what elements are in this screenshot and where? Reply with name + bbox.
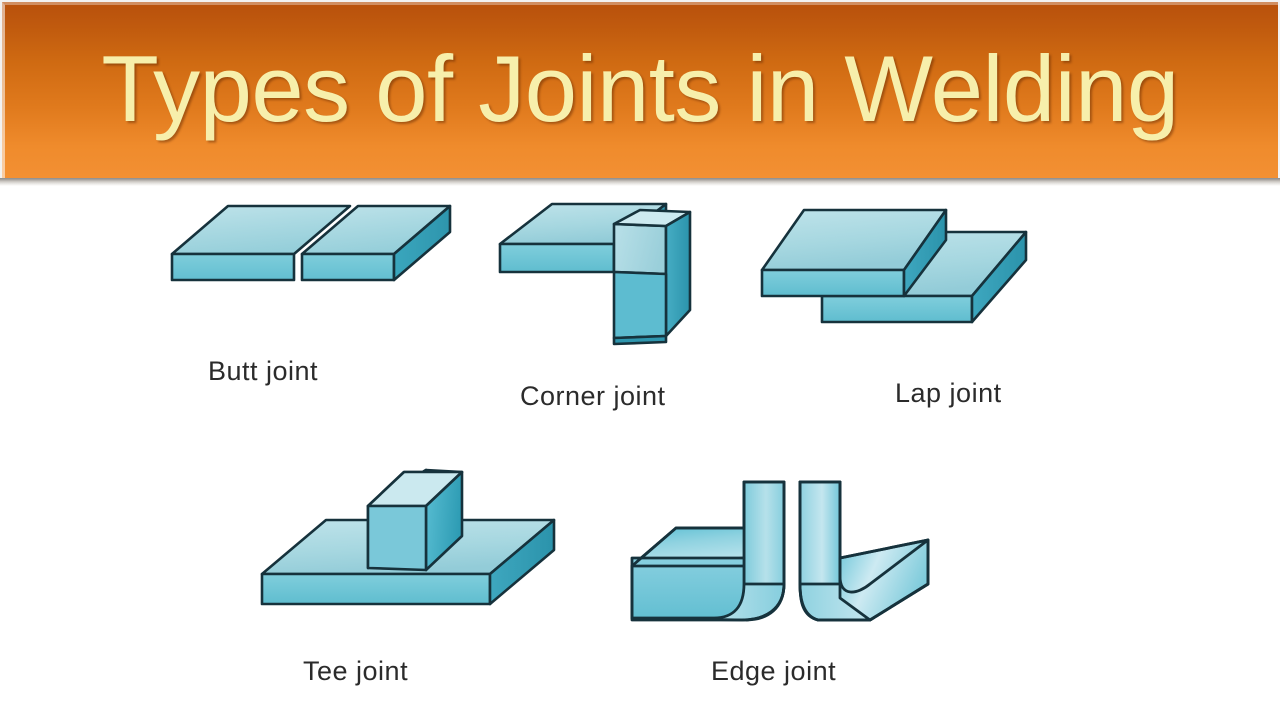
butt-joint-label: Butt joint — [208, 356, 319, 386]
edge-joint-illustration — [630, 480, 930, 622]
tee-joint-label: Tee joint — [303, 656, 409, 686]
edge-joint-label: Edge joint — [711, 656, 837, 686]
tee-joint-illustration — [260, 468, 556, 606]
page-title: Types of Joints in Welding — [101, 36, 1179, 141]
banner-drop-shadow — [0, 178, 1280, 186]
corner-joint-illustration — [498, 202, 692, 346]
figure-butt-joint: Butt joint — [150, 196, 470, 386]
figure-tee-joint: Tee joint — [258, 458, 588, 686]
figure-lap-joint: Lap joint — [760, 198, 1050, 408]
lap-joint-illustration — [760, 208, 1028, 324]
figure-edge-joint: Edge joint — [618, 458, 948, 686]
lap-joint-label: Lap joint — [895, 378, 1002, 408]
corner-joint-label: Corner joint — [520, 381, 666, 411]
butt-joint-illustration — [170, 204, 452, 282]
figure-corner-joint: Corner joint — [490, 196, 730, 411]
